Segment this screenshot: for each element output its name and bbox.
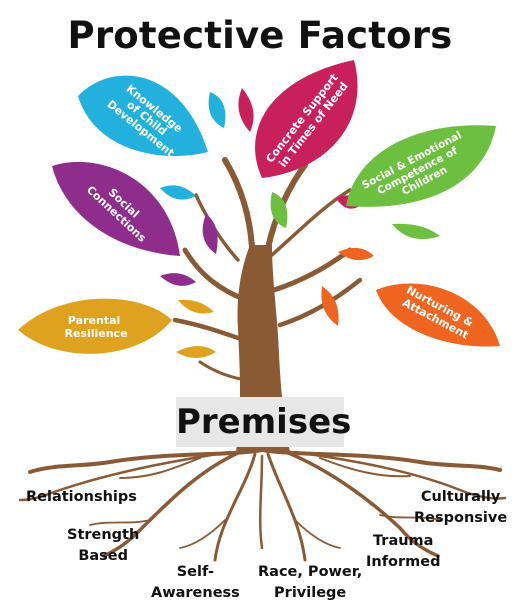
page-title: Protective Factors (67, 14, 453, 57)
premise-label-line: Awareness (151, 585, 240, 601)
premise-label-line: Race, Power, (258, 564, 363, 580)
leaf-nurturing-attachment: Nurturing & Attachment (376, 283, 500, 347)
premise-trauma-informed: Trauma Informed (366, 531, 440, 573)
leaf-social-emotional-competence: Social & Emotional Competence of Childre… (346, 125, 496, 207)
premise-label-line: Responsive (414, 510, 508, 526)
premise-label-line: Informed (366, 554, 441, 570)
premises-heading: Premises (176, 397, 351, 447)
premise-label-line: Trauma (373, 533, 434, 549)
premise-culturally-responsive: Culturally Responsive (414, 487, 507, 529)
premise-label-line: Based (78, 548, 128, 564)
leaf-concrete-support: Concrete Support in Times of Need (255, 60, 358, 178)
premise-label-line: Self- (176, 564, 215, 580)
premise-label-line: Privilege (274, 585, 347, 601)
decorative-leaves (160, 88, 440, 358)
roots (18, 448, 507, 562)
premise-self-awareness: Self- Awareness (151, 562, 240, 604)
premise-relationships: Relationships (26, 487, 137, 508)
svg-text:Parental Resilience: Parental Resilience (64, 314, 127, 340)
leaf-knowledge-of-child-development: Knowledge of Child Development (78, 75, 208, 160)
premise-strength-based: Strength Based (67, 525, 139, 567)
factor-label-line: Resilience (64, 327, 127, 340)
premise-label-line: Relationships (26, 489, 137, 505)
leaf-parental-resilience: Parental Resilience (18, 298, 172, 354)
premise-label-line: Strength (67, 527, 140, 543)
factor-label-line: Parental (68, 314, 120, 327)
leaf-social-connections: Social Connections (52, 161, 180, 256)
premise-label-line: Culturally (420, 489, 501, 505)
premise-race-power-privilege: Race, Power, Privilege (258, 562, 362, 604)
